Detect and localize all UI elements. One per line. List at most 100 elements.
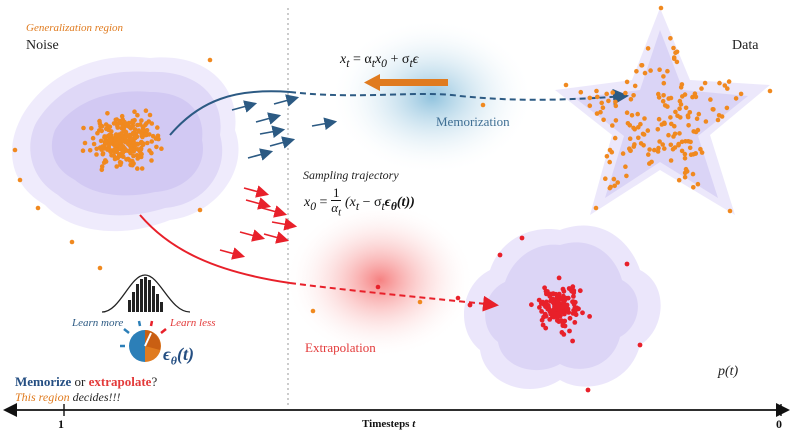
sample-dot <box>585 387 591 393</box>
sample-dot <box>666 96 671 101</box>
sample-dot <box>105 147 110 152</box>
sample-dot <box>674 59 680 65</box>
sample-dot <box>603 176 608 181</box>
memorization-label: Memorization <box>436 114 510 129</box>
sample-dot <box>683 139 688 144</box>
sample-dot <box>561 300 566 306</box>
sample-dot <box>631 125 636 131</box>
sample-dot <box>682 170 688 176</box>
sample-dot <box>612 135 618 141</box>
sample-dot <box>629 113 635 118</box>
sample-dot <box>121 128 127 134</box>
sample-dot <box>149 121 155 126</box>
sample-dot <box>620 151 626 156</box>
sample-dot <box>631 93 636 98</box>
score-field-arrows-red <box>219 185 298 260</box>
sample-dot <box>548 297 554 303</box>
sample-dot <box>560 304 565 310</box>
sample-dot <box>610 123 615 128</box>
sample-dot <box>638 141 644 146</box>
sample-dot <box>722 83 728 88</box>
sample-dot <box>612 183 617 189</box>
sample-dot <box>135 166 140 171</box>
sample-dot <box>652 147 657 153</box>
sample-dot <box>690 171 696 177</box>
sample-dot <box>648 68 653 73</box>
sample-dot <box>99 167 105 173</box>
sample-dot <box>679 148 685 154</box>
sample-dot <box>628 148 633 153</box>
sample-dot <box>536 297 542 303</box>
sample-dot <box>107 124 113 130</box>
sample-dot <box>95 130 100 136</box>
noise-samples <box>12 57 213 271</box>
sample-dot <box>89 126 94 131</box>
sample-dot <box>671 45 676 51</box>
sample-dot <box>560 286 566 292</box>
sample-dot <box>691 185 696 190</box>
sample-dot <box>685 114 691 120</box>
sample-dot <box>733 96 739 101</box>
sample-dot <box>661 80 667 86</box>
sample-dot <box>144 128 150 133</box>
sample-dot <box>679 82 685 87</box>
sample-dot <box>556 305 561 311</box>
sample-dot <box>677 131 682 136</box>
sample-dot <box>624 261 630 267</box>
sample-dot <box>657 67 662 72</box>
sample-dot <box>519 235 525 241</box>
memorize-trajectory-dashed <box>289 88 629 105</box>
sample-dot <box>627 136 633 141</box>
sample-dot <box>656 91 661 97</box>
sample-dot <box>540 299 546 305</box>
sample-dot <box>678 102 684 107</box>
sample-dot <box>613 118 619 123</box>
sample-dot <box>562 323 568 329</box>
sample-dot <box>628 97 634 102</box>
sample-dot <box>554 318 560 323</box>
sample-dot <box>576 306 581 312</box>
sample-dot <box>673 50 678 55</box>
sample-dot <box>81 125 86 131</box>
score-field-arrows-blue <box>231 94 338 161</box>
sample-dot <box>107 138 113 143</box>
sample-dot <box>132 109 137 114</box>
sample-dot <box>99 128 104 134</box>
sample-dot <box>131 130 136 136</box>
sample-dot <box>139 166 145 171</box>
timestep-axis <box>3 403 790 417</box>
sample-dot <box>135 112 140 118</box>
sample-dot <box>119 113 125 119</box>
sample-dot <box>708 97 713 102</box>
sample-dot <box>668 142 674 148</box>
data-label: Data <box>732 38 759 53</box>
sample-dot <box>703 119 709 124</box>
sample-dot <box>80 148 86 153</box>
sample-dot <box>118 162 123 168</box>
decision-line: This region decides!!! <box>15 390 121 404</box>
p-t-label: p(t) <box>718 364 739 379</box>
sample-dot <box>587 314 592 319</box>
sample-dot <box>561 332 567 337</box>
sample-dot <box>670 146 676 152</box>
sample-dot <box>35 205 41 211</box>
sample-dot <box>687 145 693 151</box>
sample-dot <box>156 136 161 142</box>
sample-dot <box>12 147 18 153</box>
sample-dot <box>17 177 23 183</box>
sample-dot <box>660 98 666 104</box>
sample-dot <box>571 294 576 299</box>
sample-dot <box>595 94 600 100</box>
timesteps-axis-label: Timesteps t <box>362 418 416 430</box>
sample-dot <box>657 139 662 144</box>
sample-dot <box>637 342 643 348</box>
sample-dot <box>124 157 129 162</box>
sample-dot <box>673 109 678 115</box>
sample-dot <box>677 106 682 111</box>
sample-dot <box>699 86 704 91</box>
timestep-tick-start: 1 <box>58 417 64 431</box>
sample-dot <box>693 94 699 100</box>
sample-dot <box>109 129 114 134</box>
sample-dot <box>600 105 606 110</box>
